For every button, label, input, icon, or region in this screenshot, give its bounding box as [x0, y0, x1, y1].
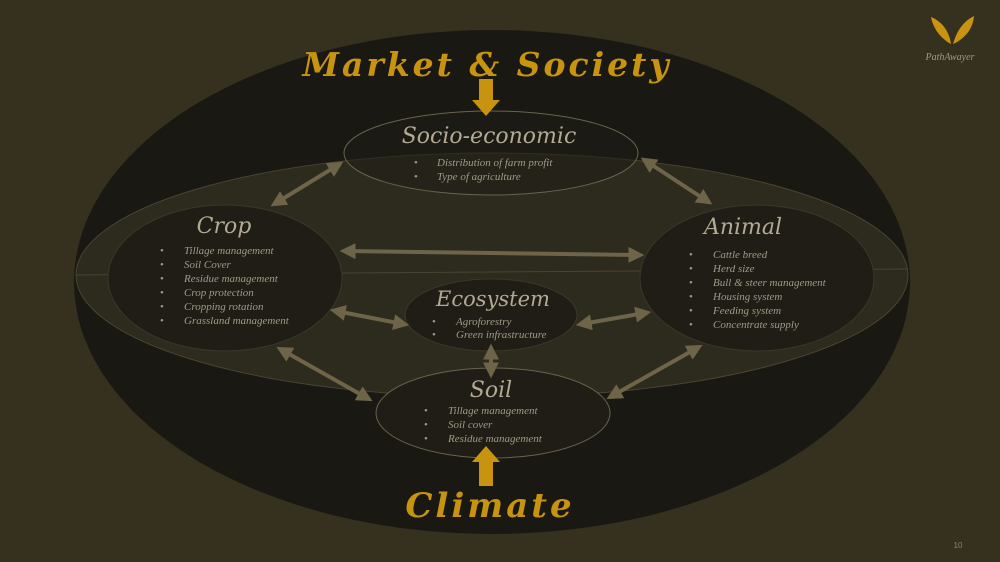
socio-economic-list: • Distribution of farm profit • Type of agr…	[414, 157, 553, 183]
list-item: Tillage management	[184, 245, 274, 257]
list-item: Distribution of farm profit	[436, 157, 553, 169]
bullet-icon: •	[160, 273, 164, 285]
crop-node	[107, 204, 343, 352]
ecosystem-list: • Agroforestry • Green infrastructure	[432, 316, 547, 341]
crop-list: • Tillage management • Soil Cover • Residue m…	[160, 245, 290, 327]
connector-animal-soil	[606, 344, 703, 400]
bullet-icon: •	[432, 329, 436, 341]
bullet-icon: •	[689, 263, 693, 275]
animal-list: • Cattle breed • Herd size • Bull & steer man…	[689, 249, 827, 331]
bullet-icon: •	[689, 277, 693, 289]
bullet-icon: •	[689, 291, 693, 303]
bullet-icon: •	[160, 287, 164, 299]
bullet-icon: •	[689, 319, 693, 331]
list-item: Soil Cover	[184, 259, 231, 271]
page-number: 10	[954, 541, 963, 550]
connector-socio-crop	[270, 161, 344, 207]
list-item: Green infrastructure	[456, 329, 547, 341]
bullet-icon: •	[424, 433, 428, 445]
climate-up-arrow	[472, 446, 500, 486]
animal-node	[639, 204, 875, 352]
bullet-icon: •	[160, 245, 164, 257]
crop-title: Crop	[197, 214, 252, 239]
bullet-icon: •	[414, 157, 418, 169]
market-down-arrow	[472, 79, 500, 116]
list-item: Tillage management	[448, 405, 538, 417]
climate-label: Climate	[405, 486, 574, 526]
connector-crop-animal	[339, 243, 645, 263]
list-item: Residue management	[447, 433, 543, 445]
list-item: Soil cover	[448, 419, 493, 431]
list-item: Housing system	[712, 291, 782, 303]
list-item: Crop protection	[184, 287, 254, 299]
bullet-icon: •	[414, 171, 418, 183]
socio-economic-node	[343, 110, 639, 196]
soil-title: Soil	[470, 378, 512, 403]
list-item: Cattle breed	[713, 249, 768, 261]
bullet-icon: •	[424, 405, 428, 417]
leaf-logo-icon	[931, 16, 974, 44]
market-society-label: Market & Society	[301, 45, 671, 84]
connector-socio-animal	[640, 157, 713, 205]
list-item: Residue management	[183, 273, 279, 285]
socio-economic-title: Socio-economic	[402, 124, 577, 149]
list-item: Type of agriculture	[437, 171, 521, 183]
bullet-icon: •	[424, 419, 428, 431]
animal-title: Animal	[702, 215, 782, 240]
list-item: Bull & steer management	[713, 277, 827, 289]
list-item: Feeding system	[712, 305, 781, 317]
bullet-icon: •	[160, 259, 164, 271]
list-item: Herd size	[712, 263, 755, 275]
bullet-icon: •	[432, 316, 436, 328]
bullet-icon: •	[689, 305, 693, 317]
connector-ecosystem-animal	[575, 306, 652, 331]
list-item: Grassland management	[184, 315, 290, 327]
bullet-icon: •	[160, 315, 164, 327]
bullet-icon: •	[689, 249, 693, 261]
ecosystem-title: Ecosystem	[435, 287, 550, 311]
brand-name: PathAwayer	[925, 52, 975, 63]
list-item: Cropping rotation	[184, 301, 264, 313]
connector-crop-ecosystem	[329, 304, 410, 331]
connector-crop-soil	[276, 346, 373, 402]
bullet-icon: •	[160, 301, 164, 313]
soil-list: • Tillage management • Soil cover • Residue m…	[424, 405, 543, 445]
list-item: Concentrate supply	[713, 319, 799, 331]
list-item: Agroforestry	[455, 316, 512, 328]
